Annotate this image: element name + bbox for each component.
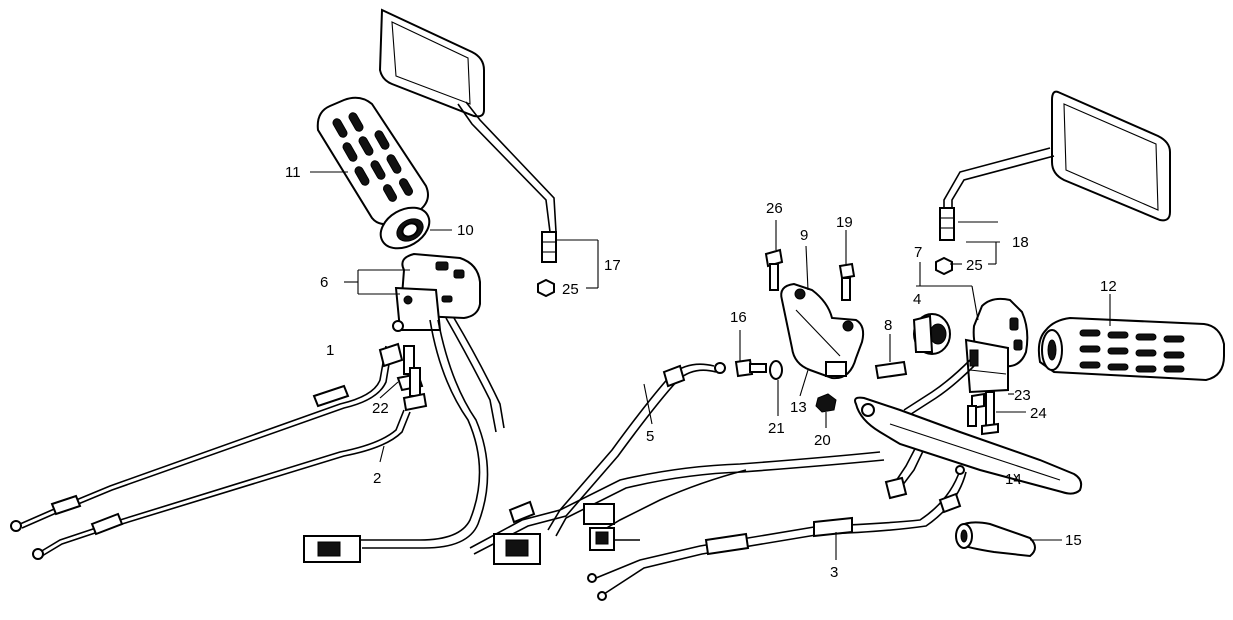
callout-15: 15 <box>1065 532 1082 549</box>
callout-3: 3 <box>830 564 838 581</box>
brake-lever <box>854 396 1083 495</box>
callout-18: 18 <box>1012 234 1029 251</box>
left-grip <box>316 96 431 250</box>
left-mirror <box>378 8 557 298</box>
adjuster-bolts <box>396 345 428 412</box>
small-fasteners <box>734 248 856 413</box>
callout-16: 16 <box>730 309 747 326</box>
callout-14: 14 <box>1005 471 1022 488</box>
callout-2: 2 <box>373 470 381 487</box>
callout-4: 4 <box>913 291 921 308</box>
callout-23: 23 <box>1014 387 1031 404</box>
callout-13: 13 <box>790 399 807 416</box>
clutch-cable-and-right-harness <box>469 362 885 565</box>
callout-6: 6 <box>320 274 328 291</box>
left-wiring-harness <box>303 317 505 563</box>
lever-bolts <box>967 391 999 436</box>
callout-5: 5 <box>646 428 654 445</box>
leader-lines <box>310 171 1111 560</box>
pivot-and-knob <box>874 313 951 380</box>
callout-22: 22 <box>372 400 389 417</box>
callout-labels: 1 2 3 4 5 6 7 8 9 10 11 12 13 14 15 16 1… <box>285 164 1117 581</box>
callout-26: 26 <box>766 200 783 217</box>
callout-21: 21 <box>768 420 785 437</box>
right-grip <box>1037 316 1225 382</box>
callout-8: 8 <box>884 317 892 334</box>
left-switch-housing <box>394 252 481 331</box>
throttle-cables <box>10 320 411 560</box>
callout-10: 10 <box>457 222 474 239</box>
callout-24: 24 <box>1030 405 1047 422</box>
callout-1: 1 <box>326 342 334 359</box>
right-mirror <box>935 90 1171 276</box>
callout-12: 12 <box>1100 278 1117 295</box>
callout-19: 19 <box>836 214 853 231</box>
callout-11: 11 <box>285 164 301 181</box>
throttle-cable-pair <box>587 465 967 601</box>
callout-25-left: 25 <box>562 281 579 298</box>
lever-bracket <box>780 282 865 380</box>
callout-25-right: 25 <box>966 257 983 274</box>
right-switch-housing <box>884 297 1029 500</box>
lever-cover <box>955 521 1036 558</box>
callout-20: 20 <box>814 432 831 449</box>
callout-9: 9 <box>800 227 808 244</box>
callout-7: 7 <box>914 244 922 261</box>
callout-17: 17 <box>604 257 621 274</box>
